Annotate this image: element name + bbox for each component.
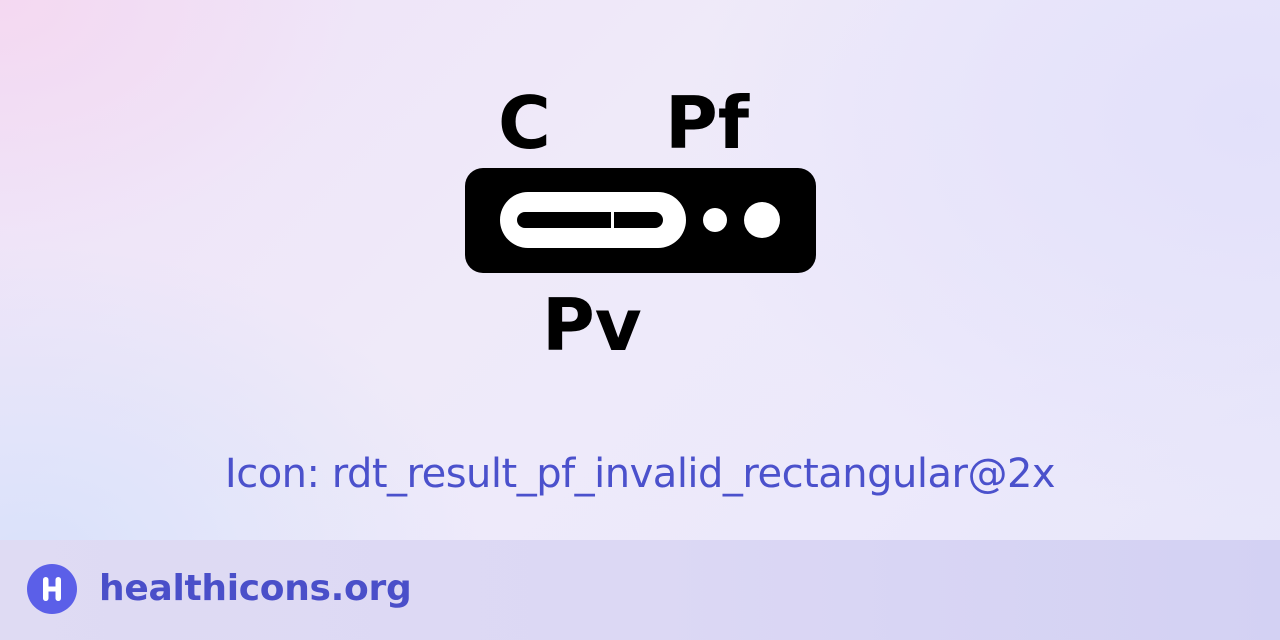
sample-well-large: [744, 202, 780, 238]
healthicons-logo-icon[interactable]: [27, 564, 77, 614]
label-c: C: [498, 81, 551, 165]
icon-caption: Icon: rdt_result_pf_invalid_rectangular@…: [224, 451, 1056, 497]
label-pf: Pf: [665, 81, 750, 165]
rdt-result-pf-invalid-rectangular-icon: C Pf Pv: [440, 70, 840, 370]
strip-gap: [611, 212, 614, 228]
sample-well-small: [703, 208, 727, 232]
footer-bar: healthicons.org: [0, 540, 1280, 640]
result-strip: [517, 212, 663, 228]
label-pv: Pv: [542, 283, 642, 367]
site-name-link[interactable]: healthicons.org: [99, 568, 412, 609]
